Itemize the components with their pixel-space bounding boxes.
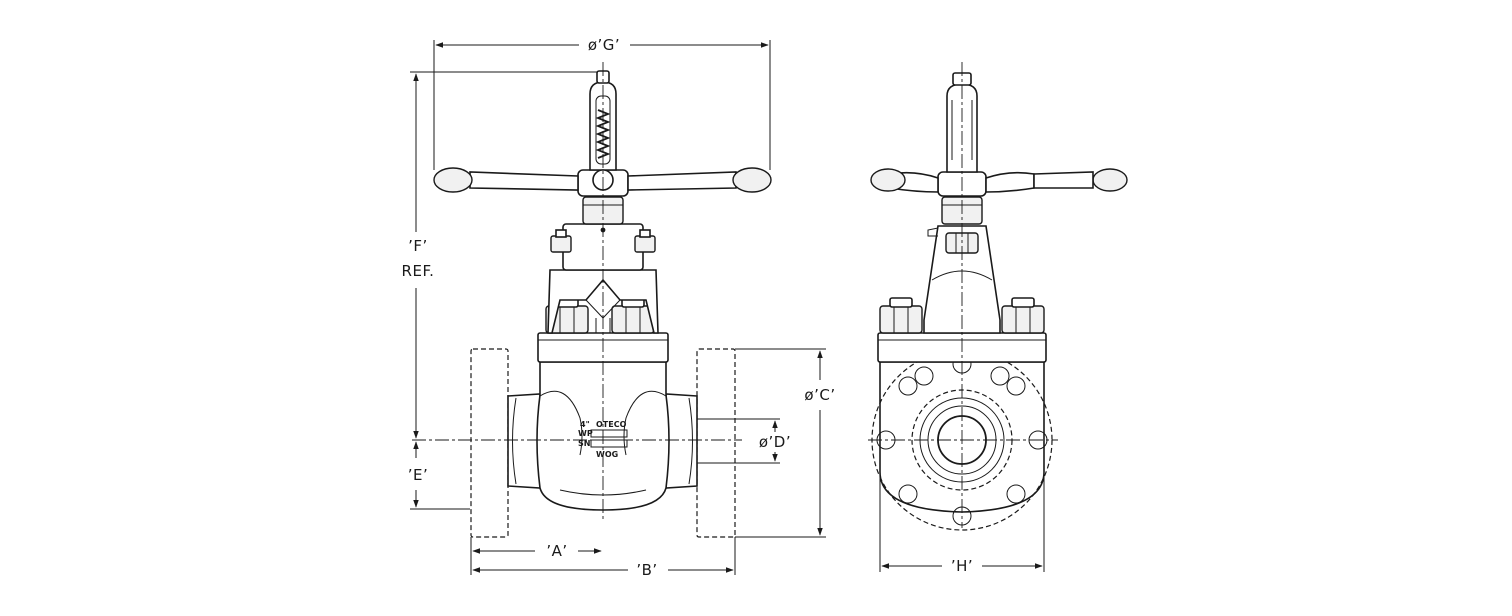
side-grease-fitting (927, 227, 939, 237)
side-view (868, 62, 1128, 531)
nameplate-wog: WOG (596, 450, 618, 459)
front-dimensions: ø’G’ ’F’ REF. ’E’ ø’C’ ø’D’ ’A’ ’B’ (402, 36, 836, 579)
dimension-e-label: ’E’ (408, 466, 429, 484)
spoke-right (627, 171, 737, 191)
dimension-c-label: ø’C’ (804, 386, 835, 404)
nameplate-wp: WP (578, 429, 593, 438)
nameplate: 4" OTECO WP SN WOG (578, 420, 628, 459)
dimension-f-label: ’F’ (408, 237, 428, 255)
nameplate-size: 4" (580, 420, 590, 429)
side-dimensions: ’H’ (879, 472, 1045, 575)
dimension-h-label: ’H’ (951, 557, 973, 575)
left-flange (470, 348, 509, 538)
nameplate-sn: SN (578, 439, 590, 448)
dimension-b-label: ’B’ (636, 561, 657, 579)
dimension-d-label: ø’D’ (759, 433, 791, 451)
gland-bolt-right (634, 229, 656, 253)
side-nut-right (1001, 297, 1045, 334)
stem-thread (595, 109, 611, 159)
gland-bolt-left (550, 229, 572, 253)
bonnet-nut-right (611, 297, 655, 334)
bonnet (547, 269, 659, 334)
dimension-f-ref-label: REF. (402, 262, 435, 280)
handle-grip-left (433, 167, 473, 193)
nameplate-brand: OTECO (596, 420, 627, 429)
spoke-left (469, 171, 579, 191)
side-grip-right (1092, 168, 1128, 192)
front-view: 4" OTECO WP SN WOG (412, 62, 772, 538)
side-grip-left (870, 168, 906, 192)
right-flange (696, 348, 736, 538)
dimension-g-label: ø’G’ (588, 36, 620, 54)
side-nut-left (879, 297, 923, 334)
side-spoke-right (985, 171, 1035, 193)
dimension-a-label: ’A’ (546, 542, 567, 560)
handle-grip-right (732, 167, 772, 193)
